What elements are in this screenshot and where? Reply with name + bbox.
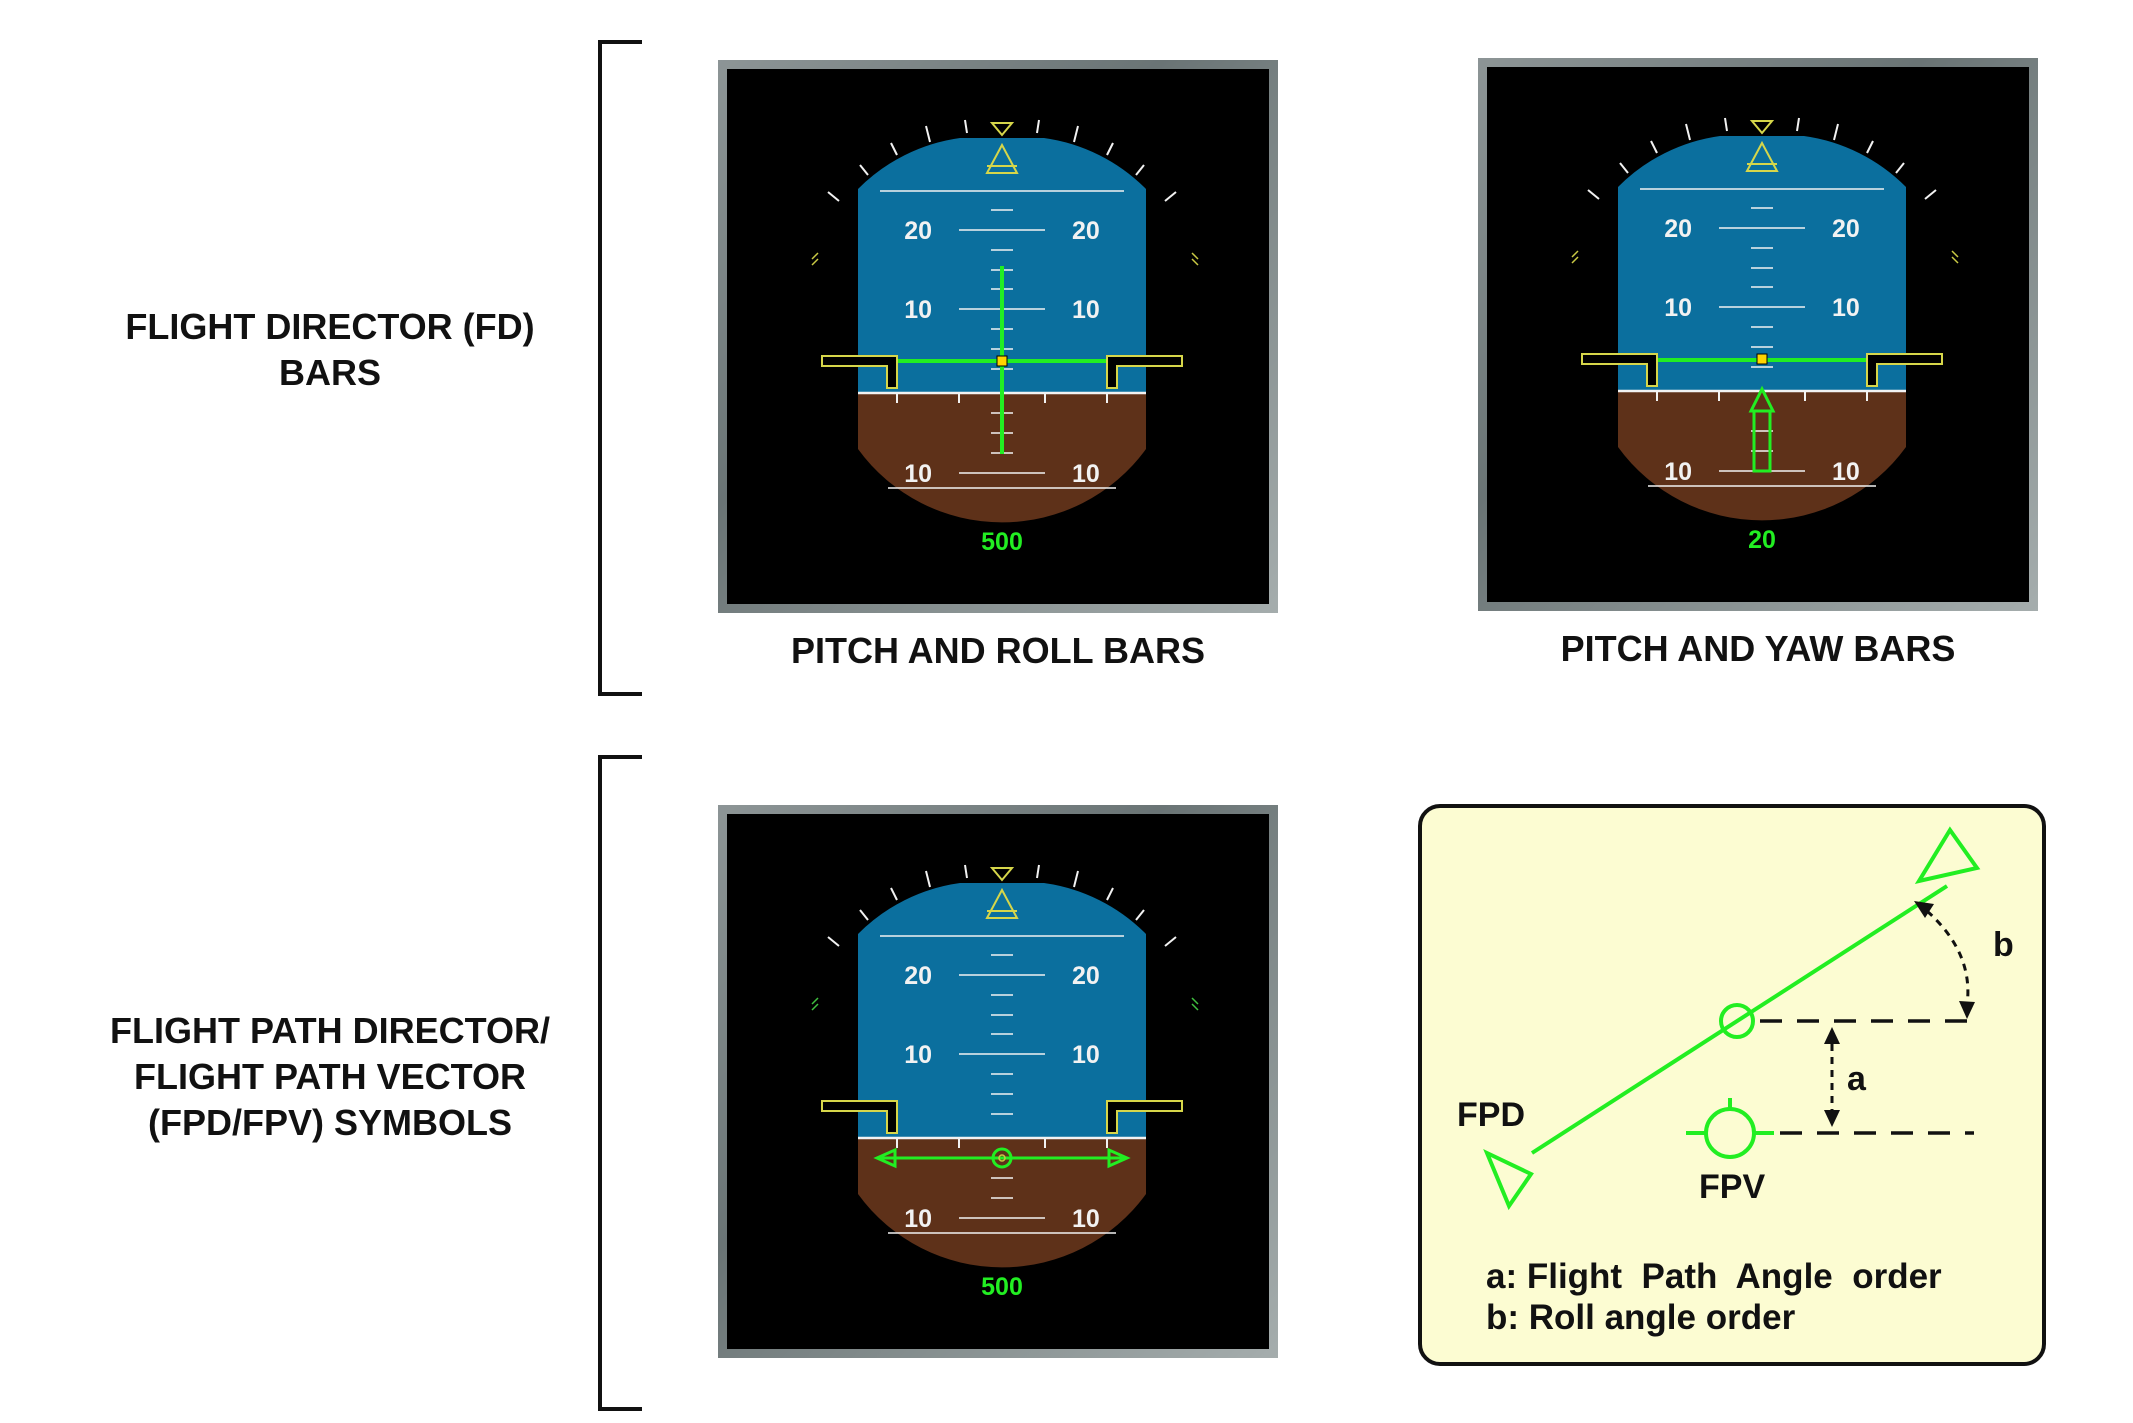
pitch-label-down10-left: 10 — [1664, 458, 1692, 486]
fpd-line-symbol-icon — [1483, 826, 1981, 1211]
roll-index-pointer-icon — [989, 122, 1015, 137]
fd-bars-bracket — [598, 40, 642, 696]
pfd-display-pitch-roll: 20 20 10 10 10 10 500 — [811, 119, 1199, 556]
sky-area — [858, 883, 1146, 1218]
attitude-sphere — [858, 883, 1146, 1268]
label-fpd: FPD — [1457, 1096, 1525, 1134]
pitch-label-down10-right: 10 — [1072, 460, 1100, 488]
fpd-fpv-explanation-box: b a FPD FPV a: Flight Path Angle order b… — [1418, 804, 2046, 1366]
pfd-display-fpd-fpv: 20 20 10 10 10 10 500 — [811, 864, 1199, 1301]
pitch-label-up20-right: 20 — [1832, 215, 1860, 243]
bank-angle-marks — [811, 997, 1199, 1011]
pitch-label-up10-right: 10 — [1072, 296, 1100, 324]
fd-bars-section-label: FLIGHT DIRECTOR (FD) BARS — [125, 306, 535, 393]
radio-altitude-readout: 500 — [981, 528, 1023, 556]
pitch-label-up20-left: 20 — [904, 962, 932, 990]
fpd-symbol-icon — [873, 1147, 1131, 1169]
fpd-fpv-bracket — [598, 755, 642, 1411]
pitch-label-up10-left: 10 — [1664, 294, 1692, 322]
ground-area — [1618, 391, 1906, 521]
pitch-label-up20-right: 20 — [1072, 962, 1100, 990]
ground-area — [858, 1138, 1146, 1268]
pitch-label-down10-left: 10 — [904, 1205, 932, 1233]
bank-angle-marks — [811, 252, 1199, 266]
horizon-ticks — [896, 393, 1108, 403]
roll-index-pointer-icon — [1749, 120, 1775, 135]
legend-flight-path-angle: a: Flight Path Angle order — [1486, 1257, 1942, 1296]
bank-angle-marks — [1571, 250, 1959, 264]
caption-pitch-yaw-bars: PITCH AND YAW BARS — [1560, 628, 1956, 669]
pitch-ladder — [880, 935, 1124, 1234]
aircraft-wing-symbols — [1581, 353, 1943, 387]
ground-area — [858, 393, 1146, 523]
radio-altitude-readout: 500 — [981, 1273, 1023, 1301]
fd-yaw-bar-icon — [1748, 385, 1776, 473]
aircraft-wing-symbols — [821, 1100, 1183, 1134]
fpd-fpv-geometry-diagram: b a FPD FPV — [1457, 826, 2014, 1211]
roll-scale — [1587, 117, 1937, 200]
pitch-label-up10-right: 10 — [1832, 294, 1860, 322]
caption-pitch-roll-bars: PITCH AND ROLL BARS — [791, 630, 1205, 671]
attitude-sphere — [1618, 136, 1906, 521]
left-wing-symbol — [821, 1100, 898, 1134]
right-wing-symbol — [1106, 355, 1183, 389]
right-wing-symbol — [1106, 1100, 1183, 1134]
pitch-label-up10-left: 10 — [904, 1041, 932, 1069]
pfd-display-pitch-yaw: 20 20 10 10 10 10 20 — [1571, 117, 1959, 554]
pitch-label-up10-right: 10 — [1072, 1041, 1100, 1069]
pitch-label-up20-right: 20 — [1072, 217, 1100, 245]
pfd-pitch-roll-panel: 20 20 10 10 10 10 500 — [718, 60, 1278, 613]
fpd-fpv-section-label: FLIGHT PATH DIRECTOR/ FLIGHT PATH VECTOR… — [110, 1010, 550, 1143]
legend-roll-angle: b: Roll angle order — [1486, 1298, 1796, 1337]
pitch-label-down10-left: 10 — [904, 460, 932, 488]
sky-area — [1618, 136, 1906, 471]
roll-index-pointer-icon — [989, 867, 1015, 882]
roll-scale — [827, 119, 1177, 202]
pfd-pitch-yaw-panel: 20 20 10 10 10 10 20 — [1478, 58, 2038, 611]
pitch-label-up10-left: 10 — [904, 296, 932, 324]
label-fpv: FPV — [1699, 1168, 1765, 1206]
sky-pointer-icon — [985, 142, 1019, 174]
angle-b-arrow-icon — [1914, 901, 1975, 1019]
angle-a-arrow-icon — [1824, 1027, 1840, 1127]
aircraft-center-dot — [1756, 353, 1768, 365]
roll-scale — [827, 864, 1177, 947]
pitch-label-down10-right: 10 — [1832, 458, 1860, 486]
label-b: b — [1993, 926, 2014, 964]
right-wing-symbol — [1866, 353, 1943, 387]
horizon-ticks — [896, 1138, 1108, 1148]
sky-pointer-icon — [1745, 140, 1779, 172]
fpv-symbol-icon — [1686, 1098, 1774, 1159]
horizon-ticks — [1656, 391, 1868, 401]
sky-pointer-icon — [985, 887, 1019, 919]
pitch-label-up20-left: 20 — [1664, 215, 1692, 243]
fpv-center-icon — [998, 1154, 1006, 1162]
radio-altitude-readout: 20 — [1748, 526, 1776, 554]
left-wing-symbol — [1581, 353, 1658, 387]
aircraft-center-dot — [996, 355, 1008, 367]
pfd-fpd-fpv-panel: 20 20 10 10 10 10 500 — [718, 805, 1278, 1358]
aircraft-wing-symbols — [821, 355, 1183, 389]
fpd-center-circle-icon — [1719, 1003, 1755, 1039]
pitch-label-up20-left: 20 — [904, 217, 932, 245]
left-wing-symbol — [821, 355, 898, 389]
pitch-label-down10-right: 10 — [1072, 1205, 1100, 1233]
label-a: a — [1847, 1060, 1867, 1098]
